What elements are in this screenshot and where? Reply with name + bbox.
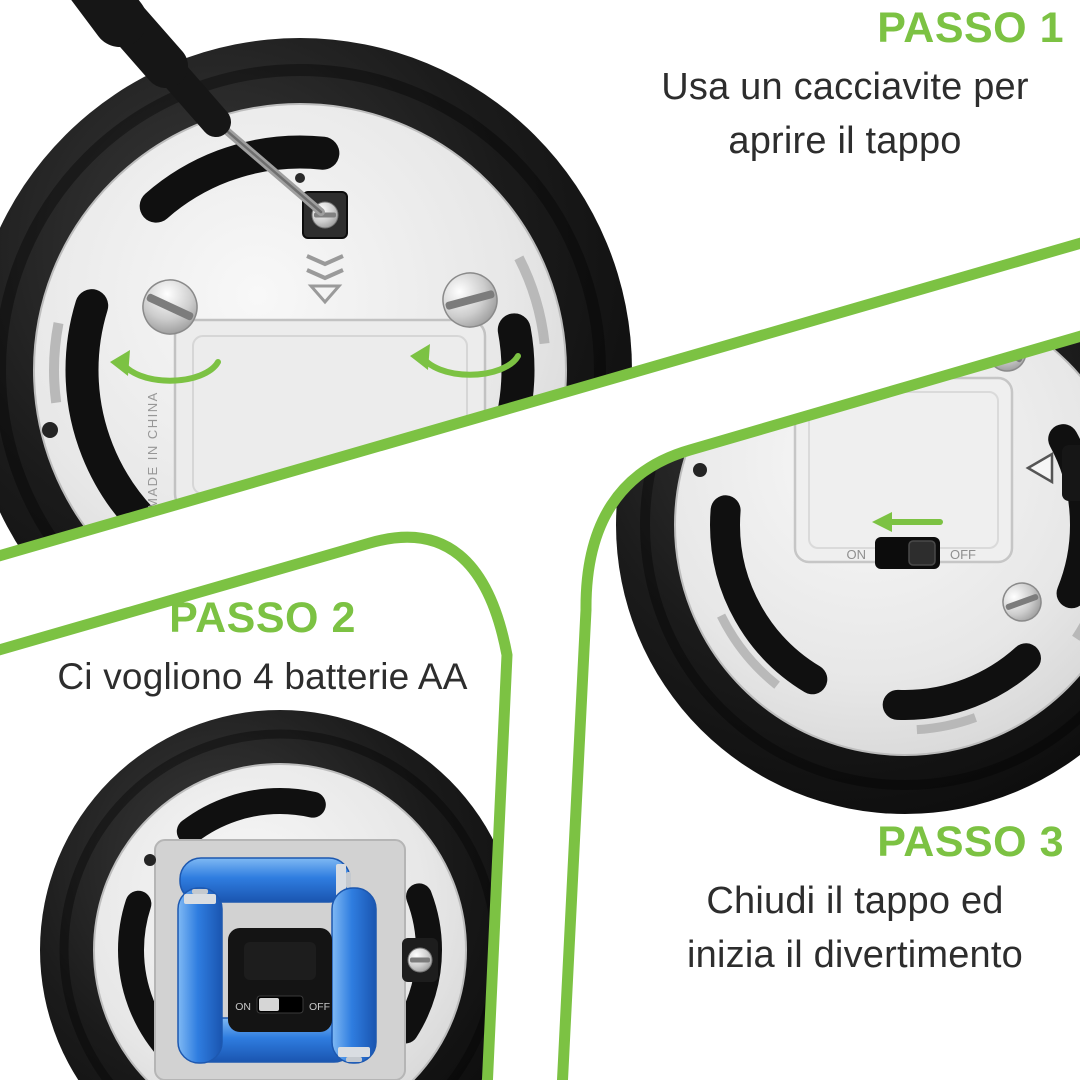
battery-door — [173, 318, 487, 512]
step3-label: PASSO 3 — [877, 818, 1064, 866]
off-text: OFF — [575, 400, 589, 424]
step1-text-line1: Usa un cacciavite per — [661, 66, 1029, 109]
step2-label: PASSO 2 — [169, 594, 356, 642]
side-tab — [1062, 445, 1080, 501]
screw-hole — [295, 173, 305, 183]
made-in-china-text: MADE IN CHINA — [844, 355, 962, 370]
battery-icon — [177, 887, 223, 1064]
latch-screw — [402, 938, 438, 982]
step3-text-block: PASSO 3 Chiudi il tappo ed inizia il div… — [630, 818, 1080, 983]
battery-door — [793, 376, 1014, 564]
on-text: ON — [235, 1001, 251, 1013]
step3-text-line2: inizia il divertimento — [687, 934, 1023, 977]
step3-text-line1: Chiudi il tappo ed — [706, 880, 1004, 923]
made-in-china-text: MADE IN CHINA — [145, 391, 160, 509]
screw-hole — [693, 463, 707, 477]
off-text: OFF — [950, 547, 976, 562]
step2-text-line1: Ci vogliono 4 batterie AA — [57, 656, 468, 698]
photo-step2-device-batteries: ON OFF — [20, 690, 540, 1080]
step1-text-line2: aprire il tappo — [728, 120, 962, 163]
step1-label: PASSO 1 — [877, 4, 1064, 52]
on-text: ON — [847, 547, 867, 562]
screw-hole — [42, 422, 58, 438]
screw-hole — [144, 854, 156, 866]
step2-text-block: PASSO 2 Ci vogliono 4 batterie AA — [15, 594, 510, 704]
device-bottom-illustration-step2: ON OFF — [40, 710, 520, 1080]
center-cover: ON OFF — [228, 928, 332, 1032]
screwdriver-icon — [33, 0, 325, 216]
battery-icon — [331, 887, 377, 1064]
step1-text-block: PASSO 1 Usa un cacciavite per aprire il … — [610, 4, 1080, 169]
off-text: OFF — [309, 1001, 330, 1013]
